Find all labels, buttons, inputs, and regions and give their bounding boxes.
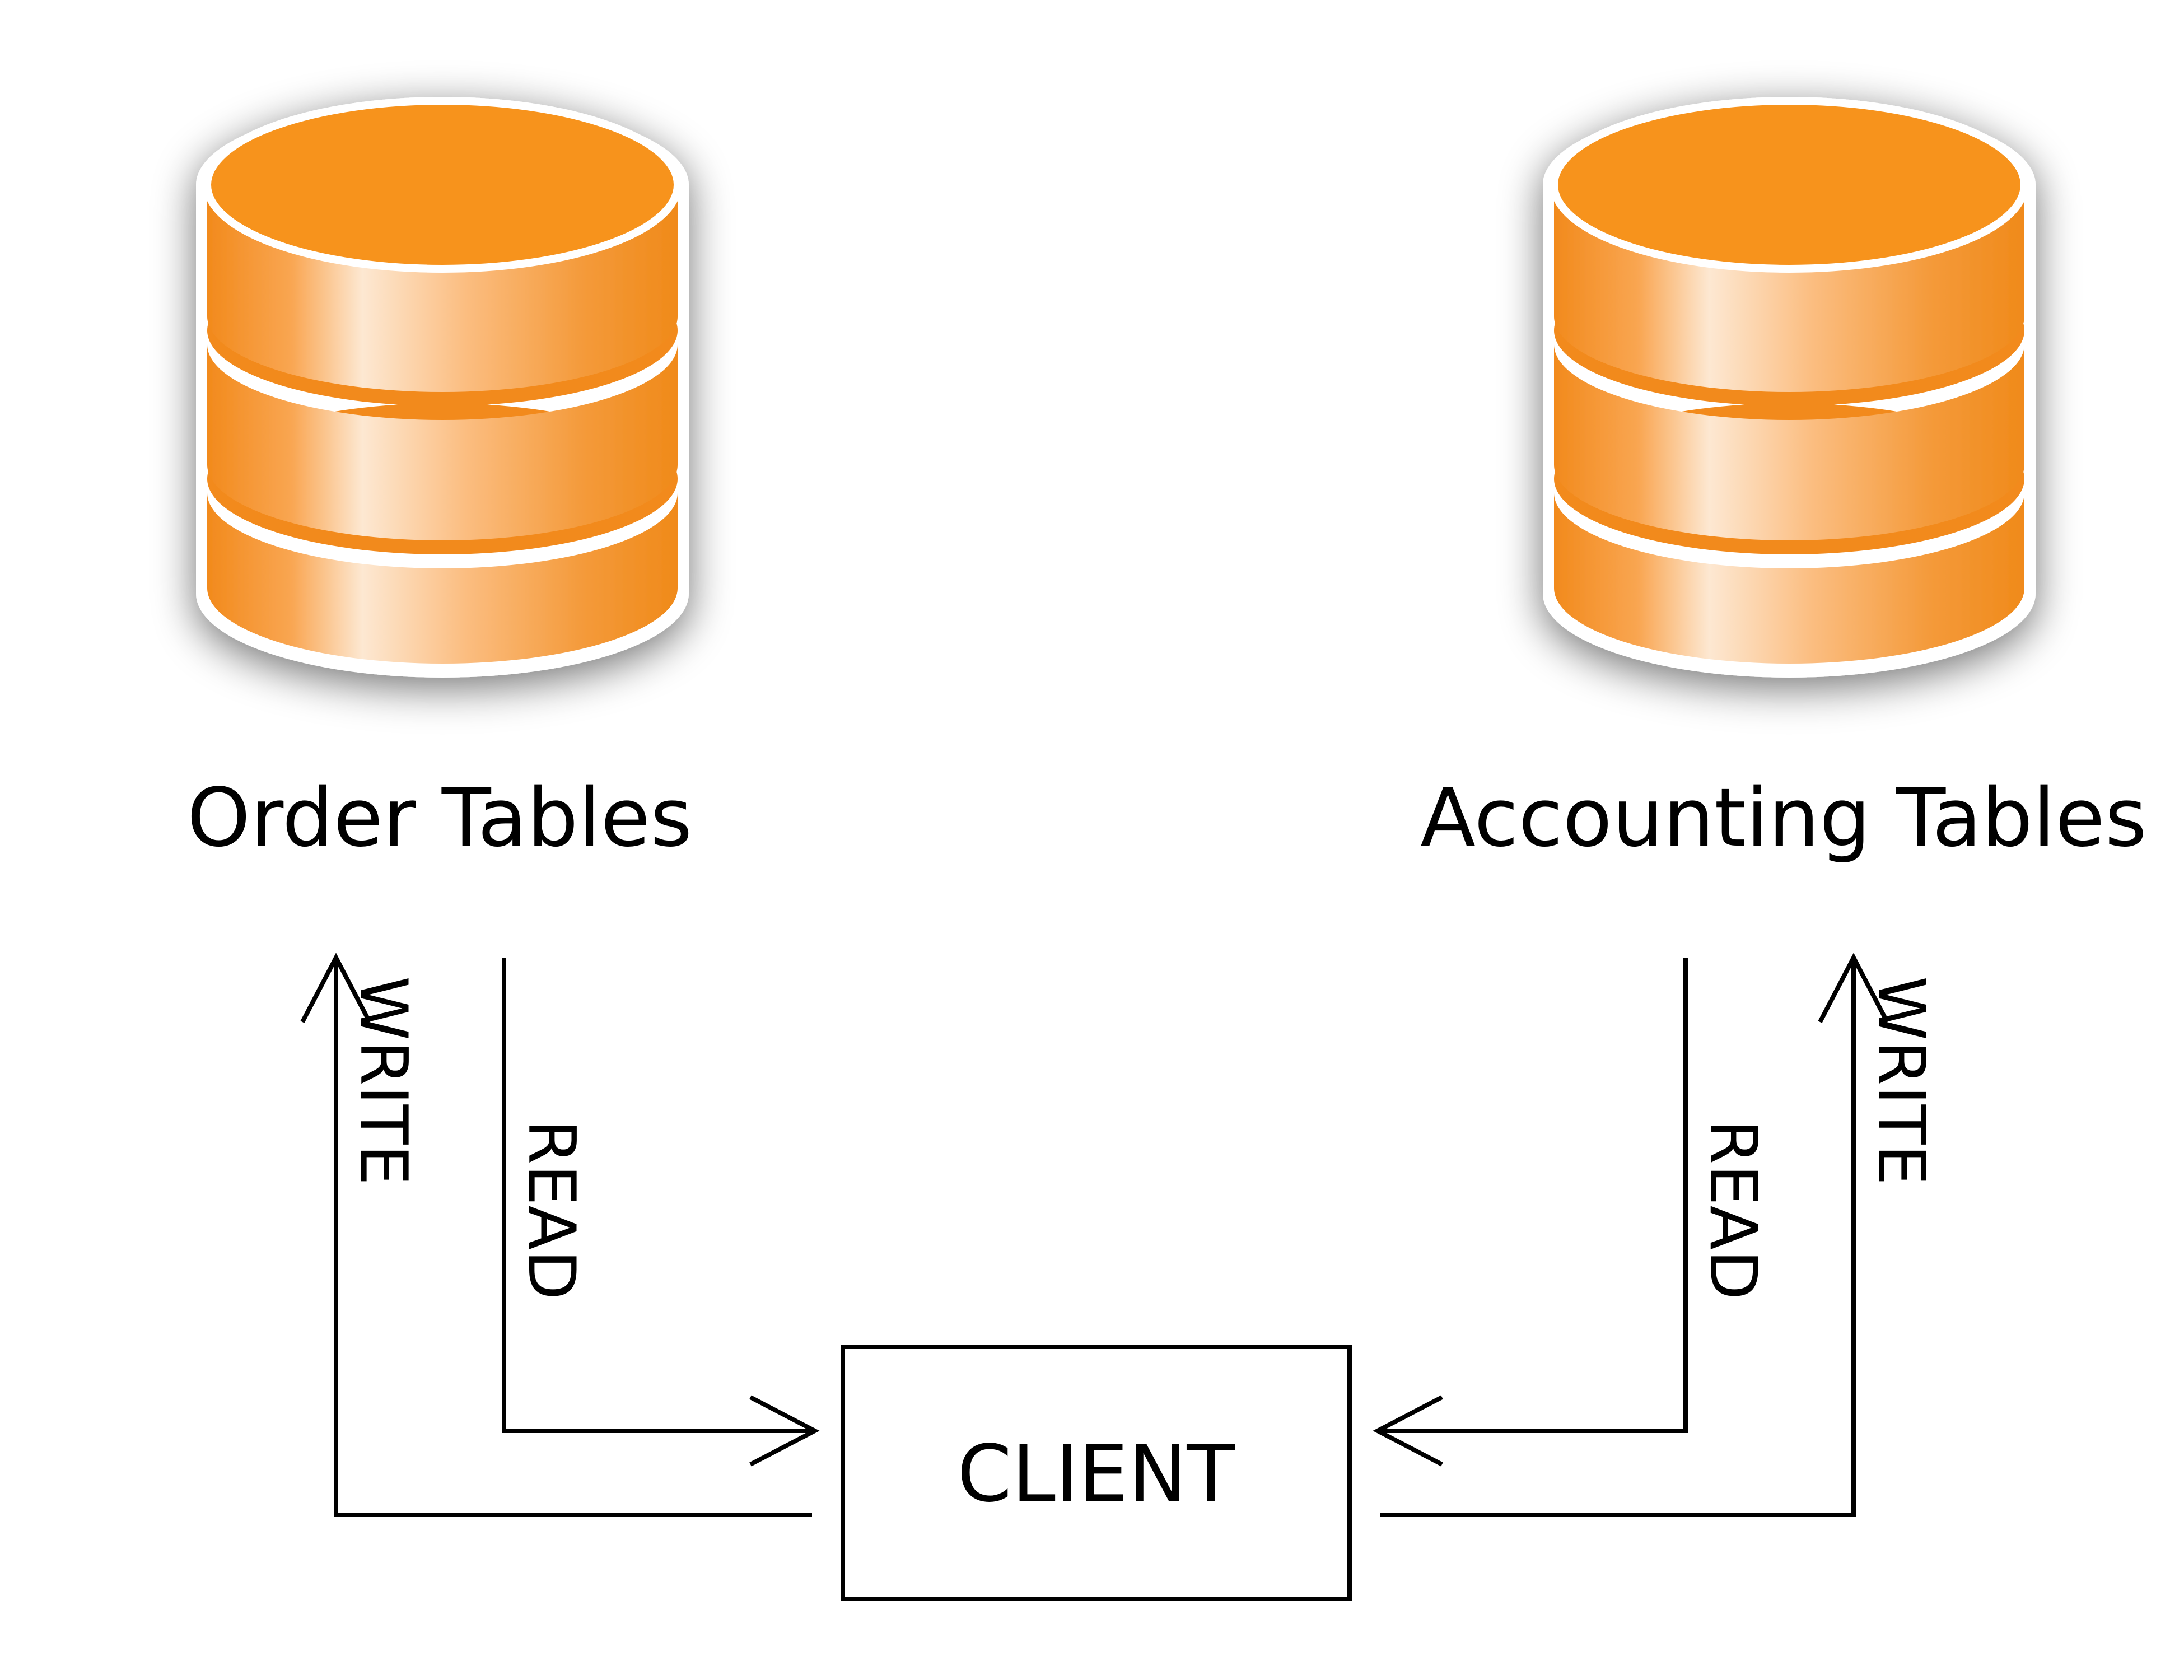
left-read-arrowhead	[749, 1395, 820, 1467]
left-read-connector	[502, 958, 815, 1433]
left-write-arrowhead	[300, 953, 372, 1023]
client-label: CLIENT	[957, 1429, 1235, 1520]
right-write-label: WRITE	[1863, 976, 1939, 1186]
database-icon	[196, 97, 689, 678]
client-box	[841, 1345, 1352, 1601]
right-write-connector	[1380, 958, 1856, 1517]
order-tables-label: Order Tables	[187, 771, 692, 865]
left-read-label: READ	[514, 1119, 589, 1300]
right-write-arrowhead	[1818, 953, 1889, 1023]
right-read-arrowhead	[1373, 1395, 1443, 1467]
left-write-label: WRITE	[346, 976, 421, 1186]
right-read-connector	[1378, 958, 1688, 1433]
left-write-connector	[334, 958, 812, 1517]
accounting-tables-label: Accounting Tables	[1420, 771, 2146, 865]
database-icon	[1543, 97, 2036, 678]
right-read-label: READ	[1695, 1119, 1771, 1300]
